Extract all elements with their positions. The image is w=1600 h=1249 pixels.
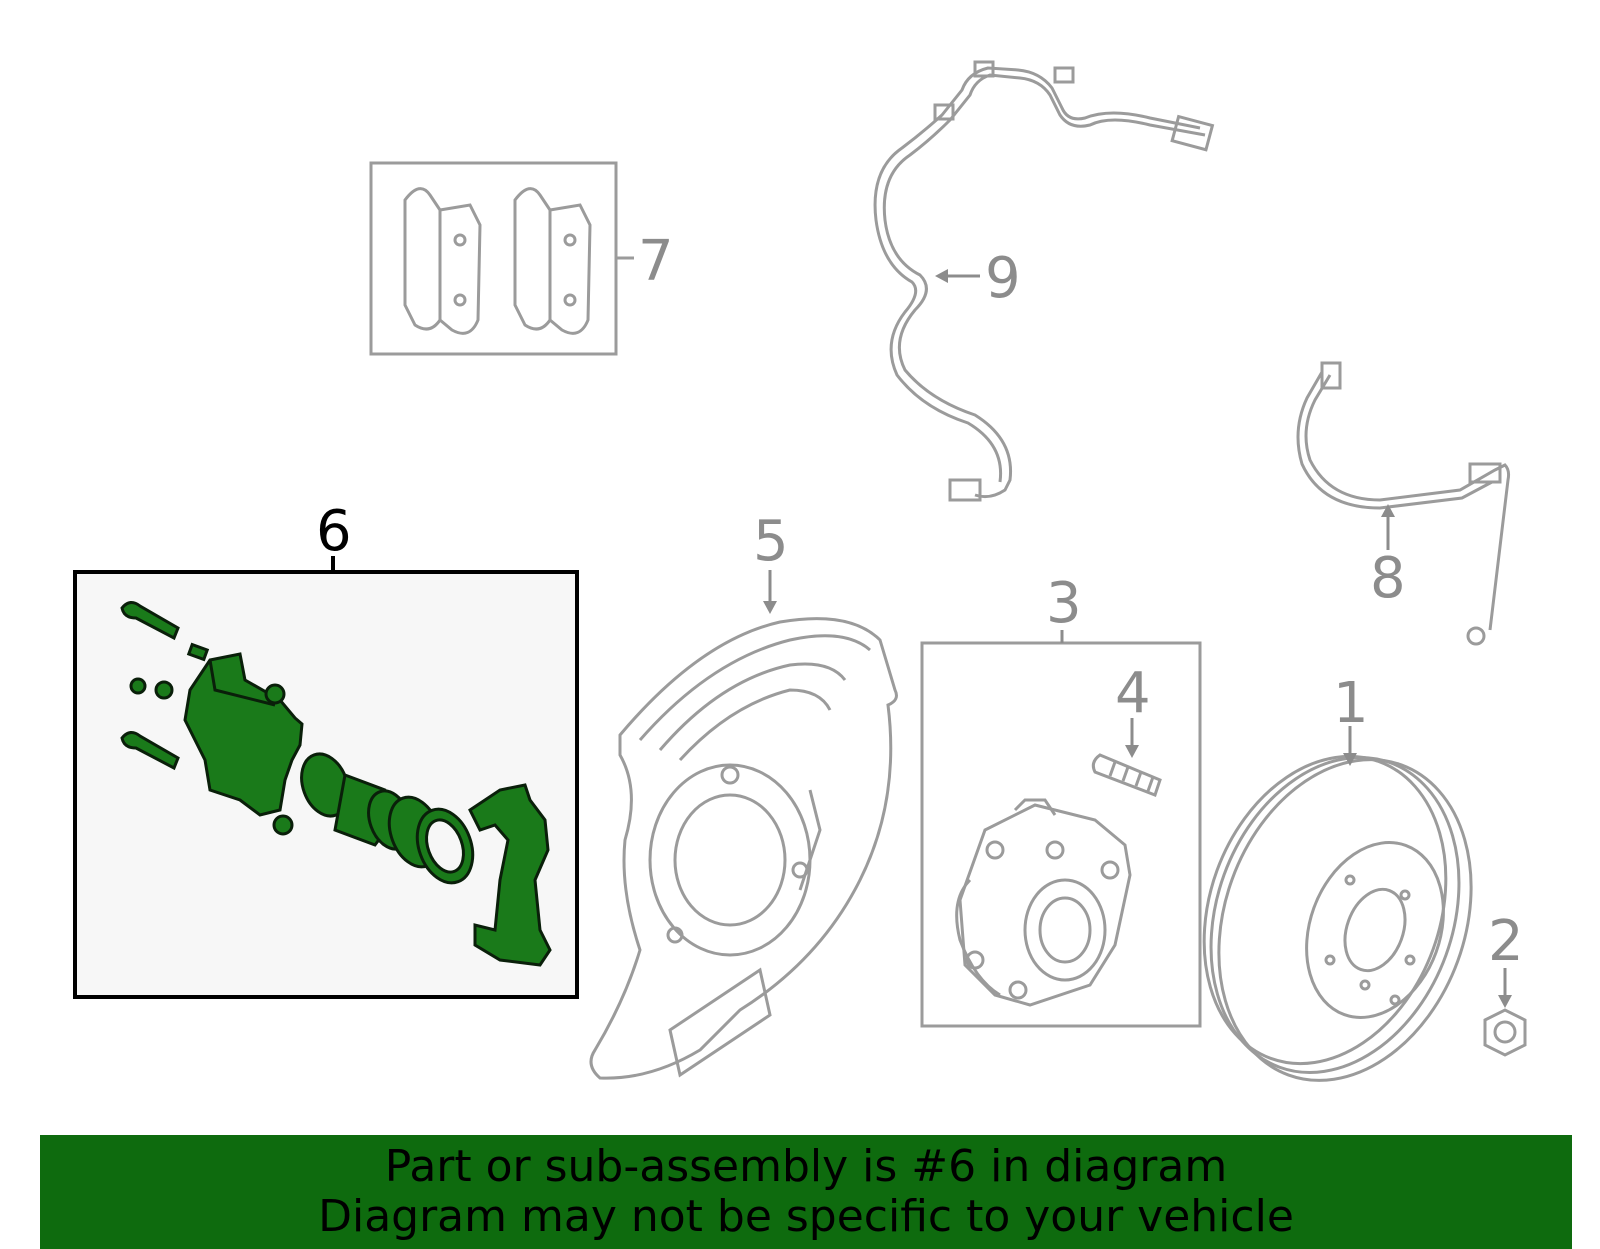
leader-5-arrowhead [763, 601, 777, 614]
leader-1-arrowhead [1343, 753, 1357, 766]
part-7-brake-pads[interactable] [369, 161, 634, 356]
part-3-hub-assembly[interactable] [920, 641, 1202, 1028]
callout-9: 9 [985, 246, 1021, 311]
callout-1: 1 [1333, 671, 1369, 736]
part-5-dust-shield[interactable] [589, 617, 898, 1080]
callout-4: 4 [1115, 661, 1151, 726]
part-8-brake-hose[interactable] [1296, 361, 1511, 646]
banner-line-1: Part or sub-assembly is #6 in diagram [384, 1141, 1228, 1192]
callout-8: 8 [1370, 546, 1406, 611]
part-6-caliper-assembly[interactable] [73, 570, 579, 999]
part-1-brake-rotor[interactable] [1163, 722, 1514, 1116]
callout-6: 6 [316, 499, 352, 564]
part-2-lug-nut[interactable] [1483, 1008, 1527, 1057]
part-7-box [369, 161, 618, 356]
leader-2-arrowhead [1498, 995, 1512, 1008]
callout-5: 5 [753, 509, 789, 574]
callout-7: 7 [638, 229, 674, 294]
part-4-wheel-stud[interactable] [1091, 753, 1162, 797]
banner-line-2: Diagram may not be specific to your vehi… [318, 1191, 1294, 1242]
callout-2: 2 [1488, 909, 1524, 974]
part-3-box [920, 641, 1202, 1028]
part-9-abs-sensor[interactable] [873, 60, 1215, 502]
leader-8-arrowhead [1381, 504, 1395, 517]
callout-3: 3 [1046, 571, 1082, 636]
info-banner: Part or sub-assembly is #6 in diagram Di… [40, 1135, 1572, 1249]
leader-4-arrowhead [1125, 745, 1139, 758]
leader-9-arrowhead [935, 269, 948, 283]
